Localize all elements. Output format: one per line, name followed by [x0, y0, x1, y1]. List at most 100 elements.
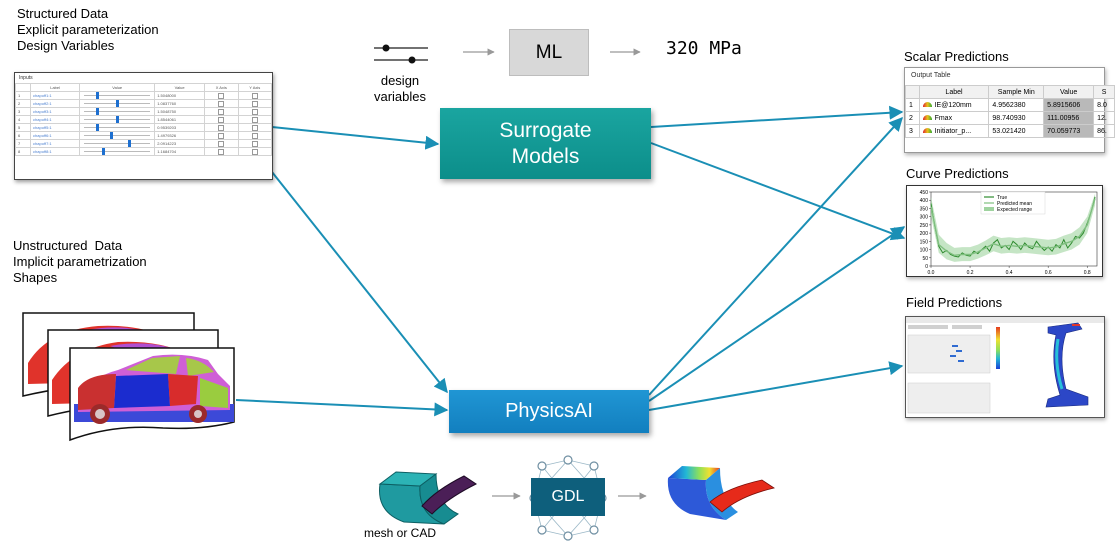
x-tick-label: 0.2	[967, 270, 974, 276]
row-label-cell: Fmax	[918, 111, 990, 125]
field-predictions-screenshot	[906, 317, 1104, 414]
unstructured-data-label: Unstructured Data Implicit parametrizati…	[13, 238, 147, 286]
design-variables-line1: design	[380, 73, 420, 88]
row-label: chapoff5:1	[30, 123, 81, 132]
curve-predictions-title: Curve Predictions	[906, 166, 1009, 181]
slider-handle[interactable]	[101, 148, 105, 155]
y-axis-checkbox[interactable]	[237, 115, 273, 124]
x-axis-checkbox[interactable]	[203, 115, 239, 124]
row-value[interactable]: 1.8544061	[154, 115, 205, 124]
row-label: chapoff6:1	[30, 131, 81, 140]
arrow-physicsai-to-scalar	[648, 116, 903, 396]
row-slider[interactable]	[79, 123, 156, 132]
field-predictions-panel	[905, 316, 1105, 418]
slider-handle[interactable]	[95, 108, 99, 115]
y-tick-label: 0	[925, 264, 928, 270]
arrow-surrogate-to-curve	[650, 142, 906, 241]
row-index: 7	[14, 139, 32, 148]
legend-swatch	[984, 207, 994, 211]
x-axis-checkbox[interactable]	[203, 107, 239, 116]
ml-output-value: 320 MPa	[666, 38, 742, 59]
output-table-header: Sample Min	[988, 85, 1045, 99]
y-axis-checkbox[interactable]	[237, 107, 273, 116]
row-extra: 8.0	[1093, 98, 1115, 112]
slider-handle[interactable]	[116, 116, 120, 123]
arrow-table-to-physicsai	[271, 171, 448, 394]
x-axis-checkbox[interactable]	[203, 123, 239, 132]
field-predictions-title: Field Predictions	[906, 295, 1003, 310]
surrogate-line1: Surrogate	[499, 118, 592, 142]
row-value[interactable]: 1.5048000	[154, 91, 205, 100]
row-index: 2	[14, 99, 32, 108]
y-axis-checkbox[interactable]	[237, 131, 273, 140]
structured-line3: Design Variables	[17, 38, 115, 53]
row-label: chapoff1:1	[30, 91, 81, 100]
y-axis-checkbox[interactable]	[237, 99, 273, 108]
slider-handle[interactable]	[95, 92, 99, 99]
row-slider[interactable]	[79, 107, 156, 116]
physicsai-box: PhysicsAI	[449, 390, 649, 433]
ml-label: ML	[535, 41, 563, 63]
row-label: chapoff8:1	[30, 147, 81, 156]
slider-handle[interactable]	[110, 132, 114, 139]
legend-label: True	[997, 195, 1007, 201]
x-tick-label: 0.6	[1045, 270, 1052, 276]
x-axis-checkbox[interactable]	[203, 139, 239, 148]
row-label: chapoff4:1	[30, 115, 81, 124]
row-value: 70.059773	[1043, 124, 1095, 138]
series-line-predicted-mean	[930, 198, 1096, 257]
output-table-title: Output Table	[911, 72, 951, 79]
design-variables-slider-icon	[374, 44, 428, 64]
row-extra: 12.	[1093, 111, 1115, 125]
y-axis-checkbox[interactable]	[237, 139, 273, 148]
row-value[interactable]: 1.4979326	[154, 131, 205, 140]
row-value[interactable]: 0.9539203	[154, 123, 205, 132]
row-value[interactable]: 2.0914223	[154, 139, 205, 148]
row-value[interactable]: 1.0837760	[154, 99, 205, 108]
row-slider[interactable]	[79, 131, 156, 140]
row-label: IE@120mm	[934, 101, 972, 109]
x-axis-checkbox[interactable]	[203, 131, 239, 140]
row-index: 8	[14, 147, 32, 156]
row-label: chapoff2:1	[30, 99, 81, 108]
y-axis-checkbox[interactable]	[237, 91, 273, 100]
row-slider[interactable]	[79, 139, 156, 148]
x-axis-checkbox[interactable]	[203, 147, 239, 156]
y-tick-label: 300	[920, 215, 929, 221]
row-slider[interactable]	[79, 91, 156, 100]
row-index: 3	[905, 124, 920, 138]
row-slider[interactable]	[79, 115, 156, 124]
x-axis-checkbox[interactable]	[203, 91, 239, 100]
slider-handle[interactable]	[116, 100, 120, 107]
slider-handle[interactable]	[127, 140, 131, 147]
x-axis-checkbox[interactable]	[203, 99, 239, 108]
y-axis-checkbox[interactable]	[237, 123, 273, 132]
y-tick-label: 450	[920, 190, 929, 196]
output-table-header: S	[1093, 85, 1115, 99]
input-table-header	[14, 83, 32, 92]
row-label: Initiator_p...	[934, 127, 972, 135]
row-slider[interactable]	[79, 99, 156, 108]
row-value[interactable]: 1.1684704	[154, 147, 205, 156]
row-value[interactable]: 1.5048750	[154, 107, 205, 116]
row-slider[interactable]	[79, 147, 156, 156]
y-tick-label: 50	[922, 256, 928, 262]
row-index: 6	[14, 131, 32, 140]
surrogate-models-box: Surrogate Models	[440, 108, 651, 179]
input-table-header: Value	[79, 83, 156, 92]
y-axis-checkbox[interactable]	[237, 147, 273, 156]
slider-handle[interactable]	[95, 124, 99, 131]
